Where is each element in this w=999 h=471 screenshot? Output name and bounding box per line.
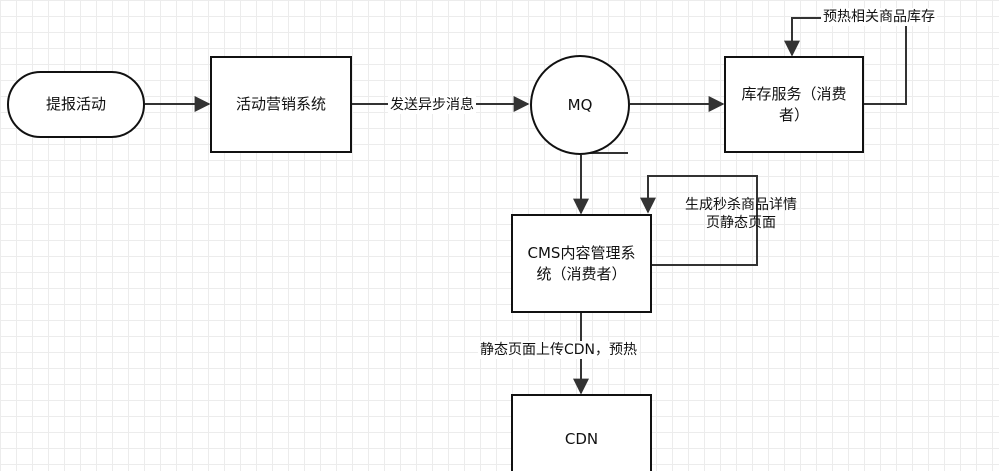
label-preheat-inventory: 预热相关商品库存 bbox=[821, 8, 937, 27]
edge-cms-generate-loop bbox=[640, 175, 758, 266]
label-upload-cdn: 静态页面上传CDN，预热 bbox=[478, 341, 640, 360]
label-async-message: 发送异步消息 bbox=[388, 96, 476, 115]
cms-node-label: CMS内容管理系统（消费者） bbox=[527, 244, 636, 283]
inventory-service-label: 库存服务（消费者） bbox=[741, 85, 847, 124]
label-generate-pages: 生成秒杀商品详情页静态页面 bbox=[685, 197, 797, 232]
inventory-service-node: 库存服务（消费者） bbox=[724, 56, 864, 153]
mq-node-label: MQ bbox=[567, 95, 593, 114]
mq-node: MQ bbox=[530, 55, 630, 155]
cdn-node: CDN bbox=[511, 394, 652, 471]
cms-node: CMS内容管理系统（消费者） bbox=[511, 214, 652, 313]
cdn-node-label: CDN bbox=[564, 429, 599, 448]
start-node-label: 提报活动 bbox=[45, 95, 106, 114]
marketing-system-label: 活动营销系统 bbox=[235, 95, 326, 114]
start-node: 提报活动 bbox=[7, 71, 145, 138]
marketing-system-node: 活动营销系统 bbox=[210, 56, 352, 153]
